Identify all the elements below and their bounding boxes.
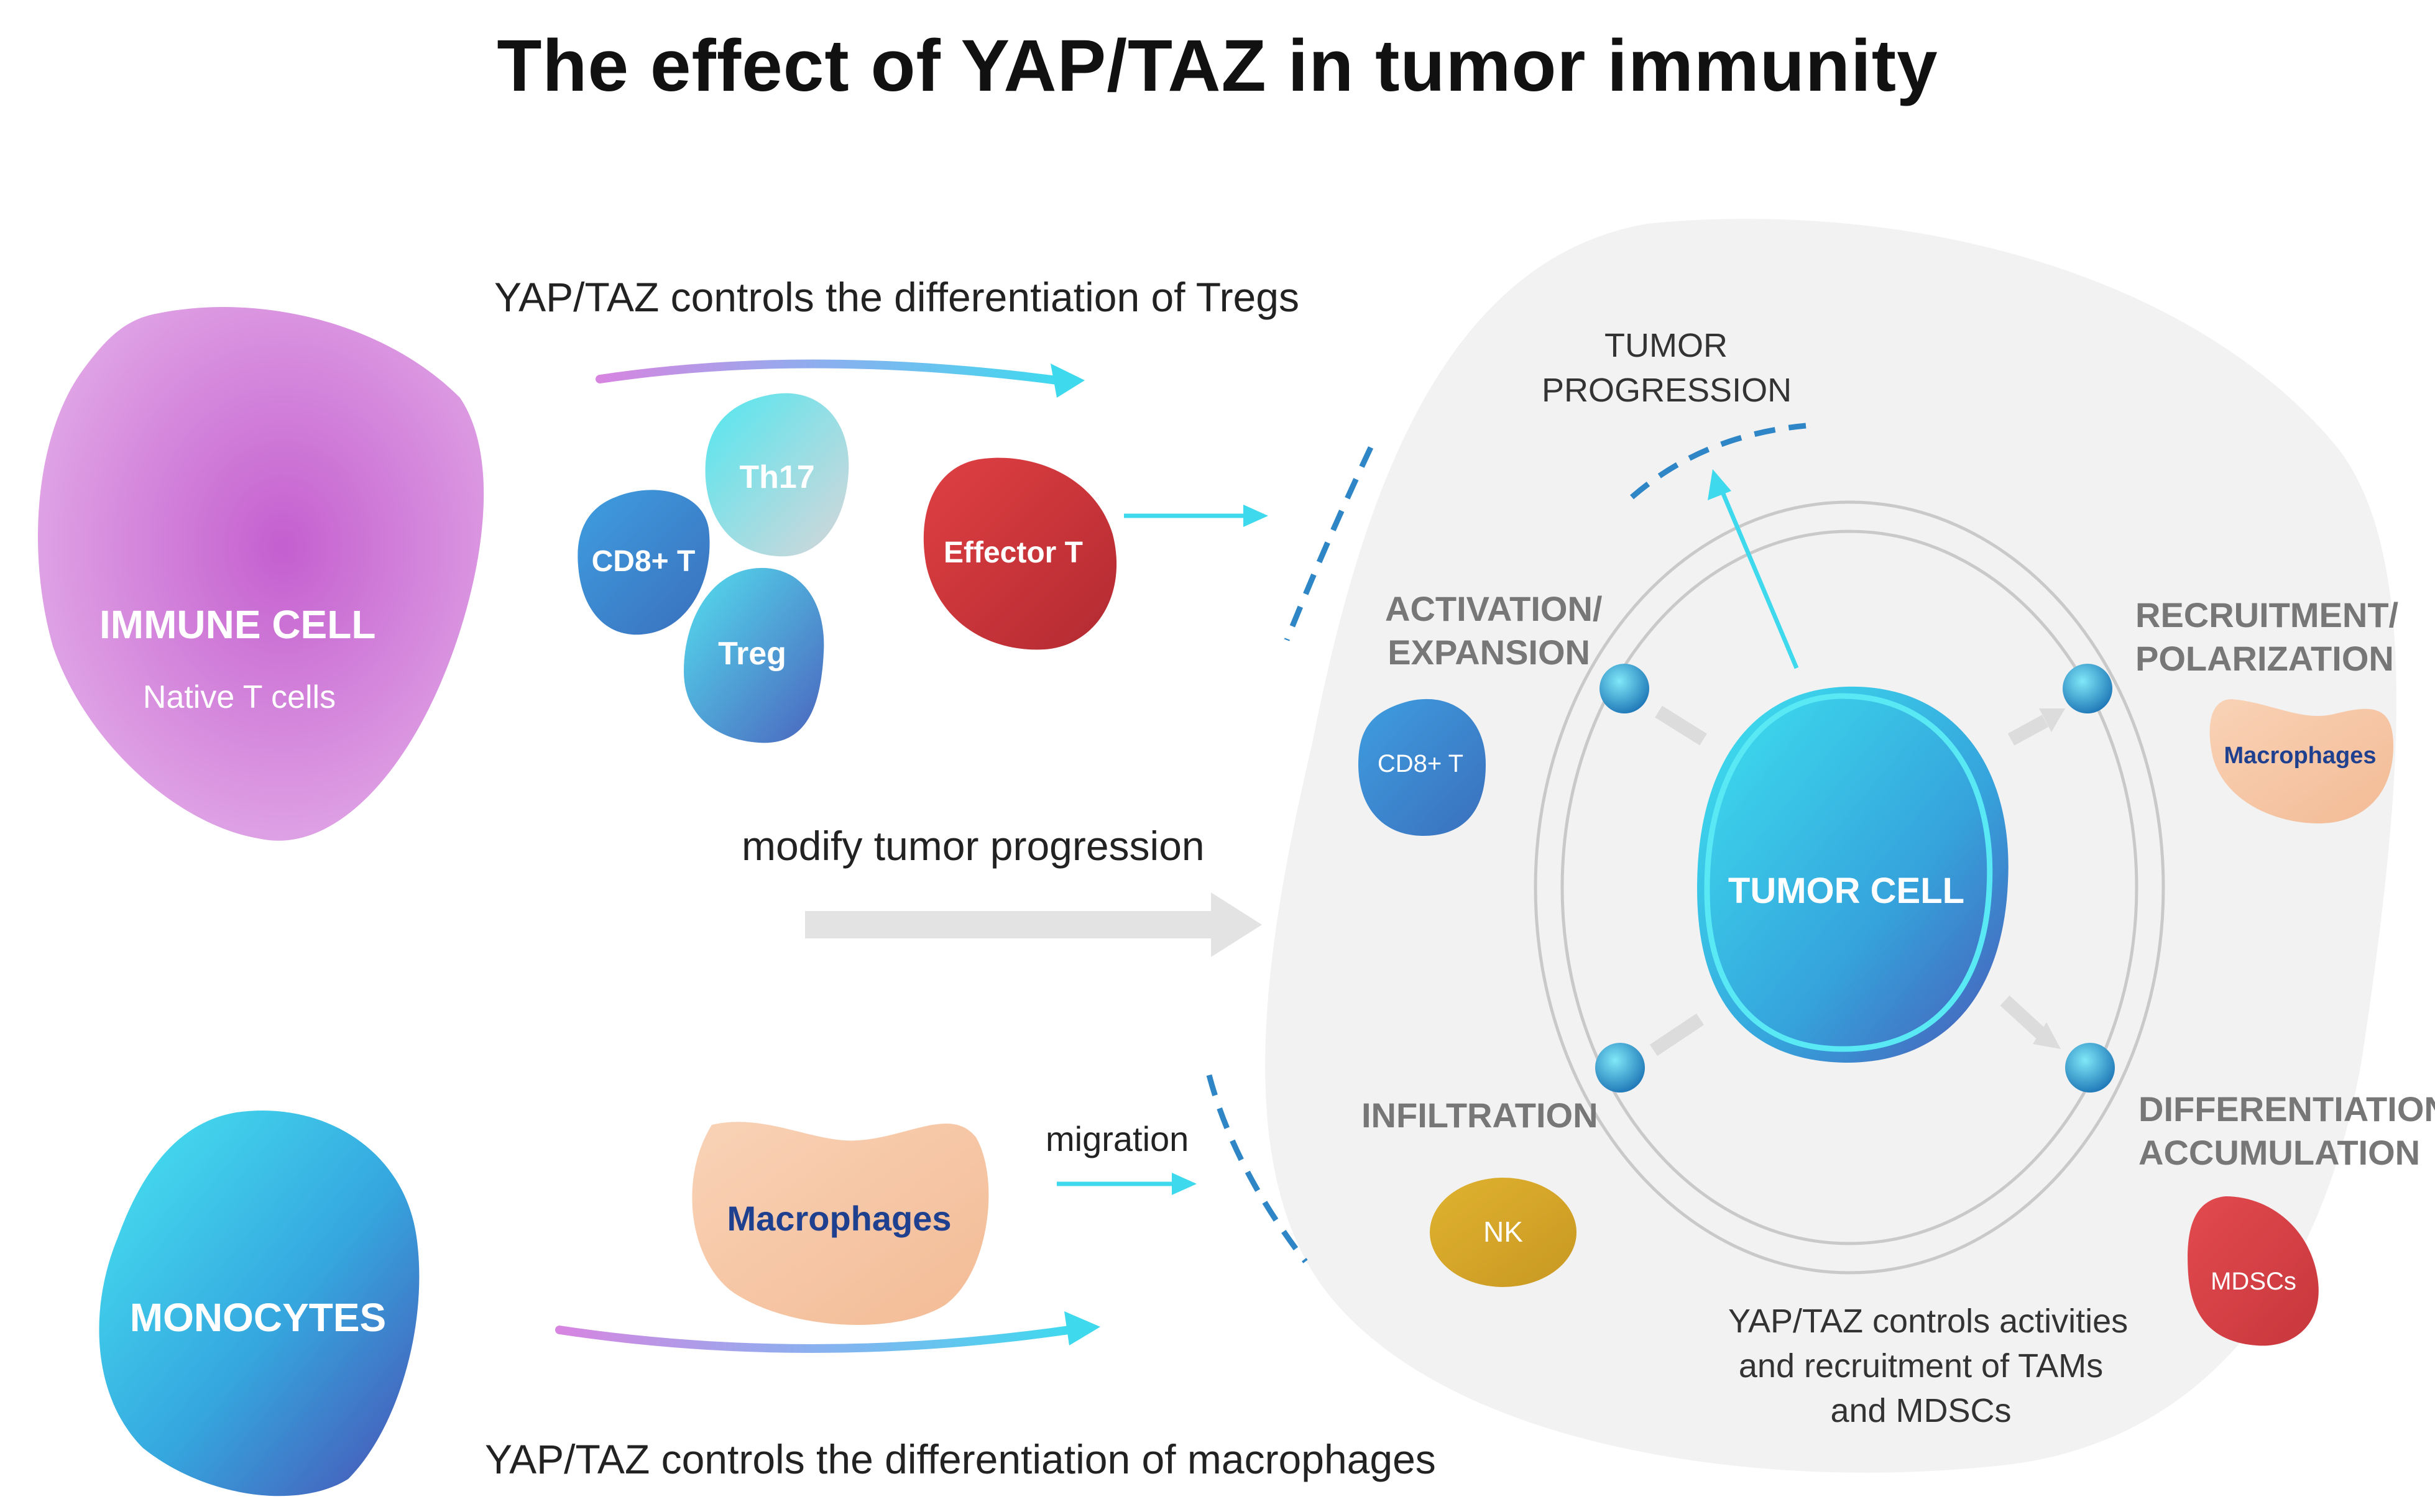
cd8-t-right-shape [1358,699,1486,836]
differentiation-line-1: DIFFERENTIATION/ [2138,1089,2435,1129]
cd8-t-cell-shape [578,490,710,635]
treg-cell-shape [684,567,824,743]
th17-cell-shape [705,393,849,557]
recruitment-label: RECRUITMENT/ POLARIZATION [2135,593,2398,680]
orbit-inner-ring [1560,529,2138,1245]
th17-label: Th17 [739,459,815,495]
macrophage-arrow [555,1326,1074,1353]
recruitment-line-1: RECRUITMENT/ [2135,595,2399,635]
tams-caption-line-2: and recruitment of TAMs [1738,1347,2104,1385]
cd8-t-label: CD8+ T [591,545,696,578]
effector-arrowhead [1243,505,1268,527]
tumor-progression-line-1: TUMOR [1604,327,1728,364]
differentiation-label: DIFFERENTIATION/ ACCUMULATION [2138,1088,2435,1175]
effector-t-label: Effector T [943,536,1083,569]
monocytes-shape [99,1110,420,1496]
tams-caption-line-3: and MDSCs [1830,1392,2012,1429]
infiltration-label: INFILTRATION [1361,1096,1598,1135]
dashed-arc-top [1284,446,1374,641]
macrophage-arrowhead [1064,1311,1100,1345]
immune-cell-sublabel: Native T cells [142,679,336,715]
recruitment-line-2: POLARIZATION [2135,639,2394,678]
modify-arrow-head [1211,892,1262,957]
migration-label: migration [1046,1119,1189,1158]
connector-differentiation [2000,995,2047,1040]
modify-caption: modify tumor progression [742,823,1205,869]
activation-line-1: ACTIVATION/ [1385,589,1603,628]
migration-arrowhead [1172,1173,1197,1195]
connector-activation [1655,705,1707,746]
dashed-arc-bottom [1206,1074,1308,1263]
tams-caption-line-1: YAP/TAZ controls activities [1728,1303,2129,1340]
connector-infiltration [1649,1013,1705,1056]
tumor-cell-label: TUMOR CELL [1728,871,1965,911]
tregs-caption: YAP/TAZ controls the differentiation of … [494,274,1299,320]
tumor-progression-line-2: PROGRESSION [1542,372,1792,409]
immune-cell-label: IMMUNE CELL [99,602,376,647]
treg-label: Treg [718,636,786,672]
nk-label: NK [1483,1216,1523,1248]
connector-recruitment [2007,715,2049,746]
macrophages-label: Macrophages [727,1199,952,1238]
connector-differentiation-head [2033,1022,2061,1049]
connector-recruitment-head [2039,708,2065,732]
tumor-progression-label: TUMOR PROGRESSION [1542,323,1792,413]
tregs-arrow [596,359,1061,385]
bead-recruitment [2063,664,2112,713]
cd8-t-right-label: CD8+ T [1377,750,1464,777]
macrophage-caption: YAP/TAZ controls the differentiation of … [485,1436,1436,1482]
bead-differentiation [2065,1043,2115,1093]
nk-cell-shape [1430,1178,1577,1287]
modify-arrow-shaft [805,911,1215,938]
bead-activation [1600,664,1649,713]
differentiation-line-2: ACCUMULATION [2138,1133,2421,1172]
tregs-arrowhead [1051,364,1085,398]
orbit-outer-ring [1534,500,2165,1275]
immune-cell-shape [37,307,484,841]
progression-arrowhead [1708,469,1731,500]
tams-caption: YAP/TAZ controls activities and recruitm… [1728,1299,2129,1433]
mdscs-cell-shape [2188,1196,2319,1346]
activation-line-2: EXPANSION [1388,633,1590,672]
tumor-cell-outline [1704,693,1993,1052]
macrophages-right-shape [2209,699,2393,823]
mdscs-label: MDSCs [2211,1268,2296,1295]
activation-label: ACTIVATION/ EXPANSION [1385,587,1603,674]
tumor-cell-shape [1697,686,2009,1063]
diagram-title: The effect of YAP/TAZ in tumor immunity [497,25,1938,107]
effector-t-cell-shape [923,457,1117,650]
progression-arrow [1718,487,1799,669]
macrophages-right-label: Macrophages [2224,743,2377,769]
bead-infiltration [1595,1043,1645,1093]
macrophages-shape [692,1122,989,1326]
monocytes-label: MONOCYTES [129,1295,387,1340]
